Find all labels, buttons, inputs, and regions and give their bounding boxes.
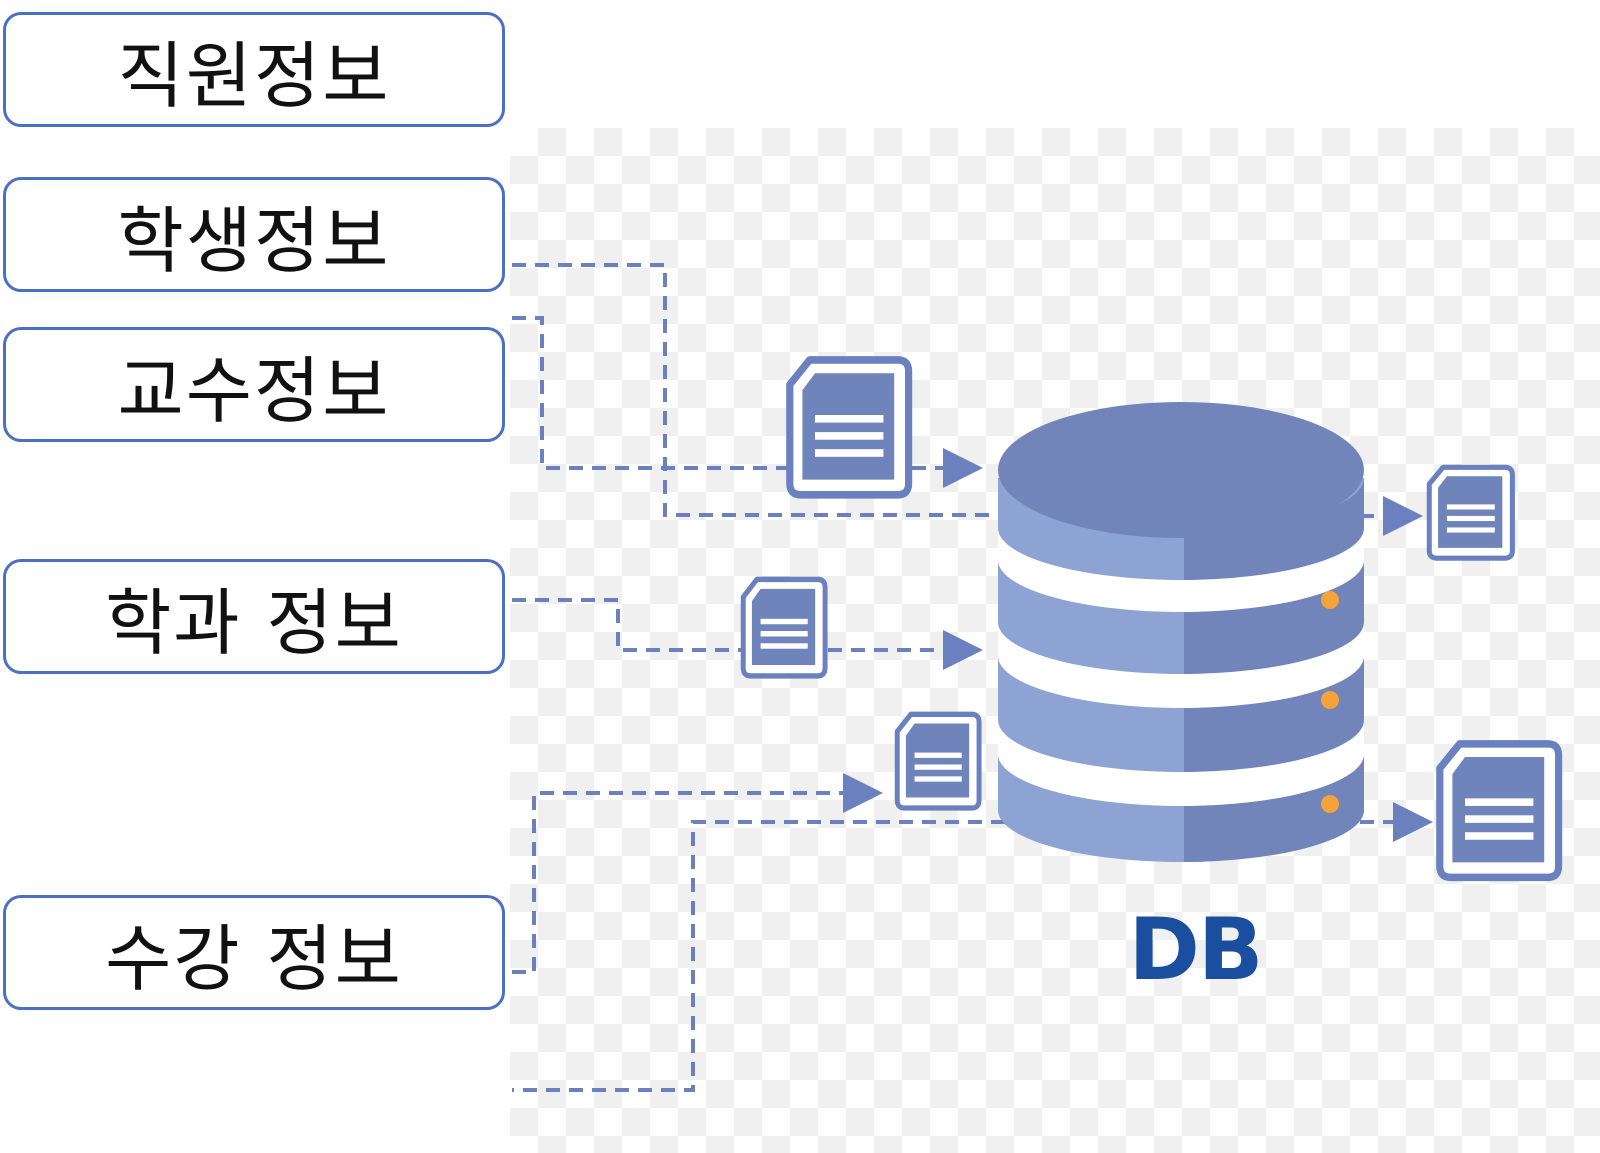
connector-enrollment [512,773,883,974]
document-icon [1440,744,1559,877]
connector-department [512,598,745,652]
document-icon [790,360,909,495]
staff-info-label: 직원정보 [117,34,391,118]
document-icon [743,579,825,676]
document-icon [1429,467,1512,558]
student-info-box: 학생정보 [3,177,505,292]
connector-db-bottom [512,820,1005,1092]
enrollment-info-label: 수강 정보 [105,917,403,1001]
database-label: DB [1128,900,1264,1000]
professor-info-label: 교수정보 [117,349,391,433]
indicator-light [1321,691,1339,709]
department-info-box: 학과 정보 [3,559,505,674]
staff-info-box: 직원정보 [3,12,505,127]
indicator-light [1321,591,1339,609]
enrollment-info-box: 수강 정보 [3,895,505,1010]
connector-professor [512,316,790,470]
document-icon [897,714,979,808]
connector-student [512,263,1005,517]
student-info-label: 학생정보 [117,199,391,283]
connector-lines [512,263,1433,1092]
database-icon [998,402,1364,862]
professor-info-box: 교수정보 [3,327,505,442]
department-info-label: 학과 정보 [105,581,403,665]
indicator-light [1321,795,1339,813]
